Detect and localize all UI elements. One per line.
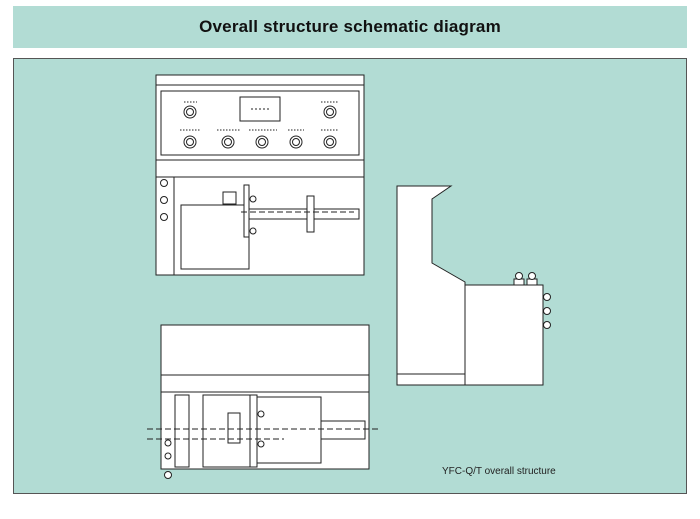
valve-icon	[528, 272, 536, 280]
title-bar: Overall structure schematic diagram	[13, 6, 687, 48]
valve-icon	[164, 471, 172, 479]
valve-icon	[515, 272, 523, 280]
page-title: Overall structure schematic diagram	[199, 17, 501, 36]
schematic-drawing	[147, 74, 551, 479]
valve-icon	[160, 196, 168, 204]
valve-icon	[164, 439, 172, 447]
valve-icon	[160, 213, 168, 221]
side-view	[396, 185, 551, 386]
side-view-body	[396, 185, 466, 386]
top-chamber	[202, 394, 252, 468]
knob-icon	[249, 227, 257, 235]
top-door-panel	[174, 394, 190, 468]
diagram-panel: YFC-Q/T overall structure	[13, 58, 687, 494]
side-chamber	[464, 284, 544, 386]
front-shaft-flange	[306, 195, 315, 233]
top-shaft	[320, 420, 366, 440]
front-clamp-plate	[243, 184, 250, 238]
knob-icon	[249, 195, 257, 203]
top-view	[147, 324, 378, 479]
gauge-icon	[289, 135, 303, 149]
gauge-icon	[183, 135, 197, 149]
diagram-caption: YFC-Q/T overall structure	[442, 466, 556, 477]
top-clamp-plate	[249, 394, 258, 468]
front-view	[155, 74, 365, 276]
front-clamp-block	[222, 191, 237, 205]
valve-icon	[543, 307, 551, 315]
valve-icon	[543, 293, 551, 301]
valve-icon	[164, 452, 172, 460]
gauge-icon	[221, 135, 235, 149]
knob-icon	[257, 410, 265, 418]
knob-icon	[257, 440, 265, 448]
valve-icon	[543, 321, 551, 329]
valve-icon	[160, 179, 168, 187]
gauge-icon	[323, 105, 337, 119]
front-shaft	[248, 208, 360, 220]
gauge-icon	[183, 105, 197, 119]
front-chamber	[180, 204, 250, 270]
top-clamp-block	[227, 412, 241, 444]
gauge-icon	[255, 135, 269, 149]
gauge-icon	[323, 135, 337, 149]
